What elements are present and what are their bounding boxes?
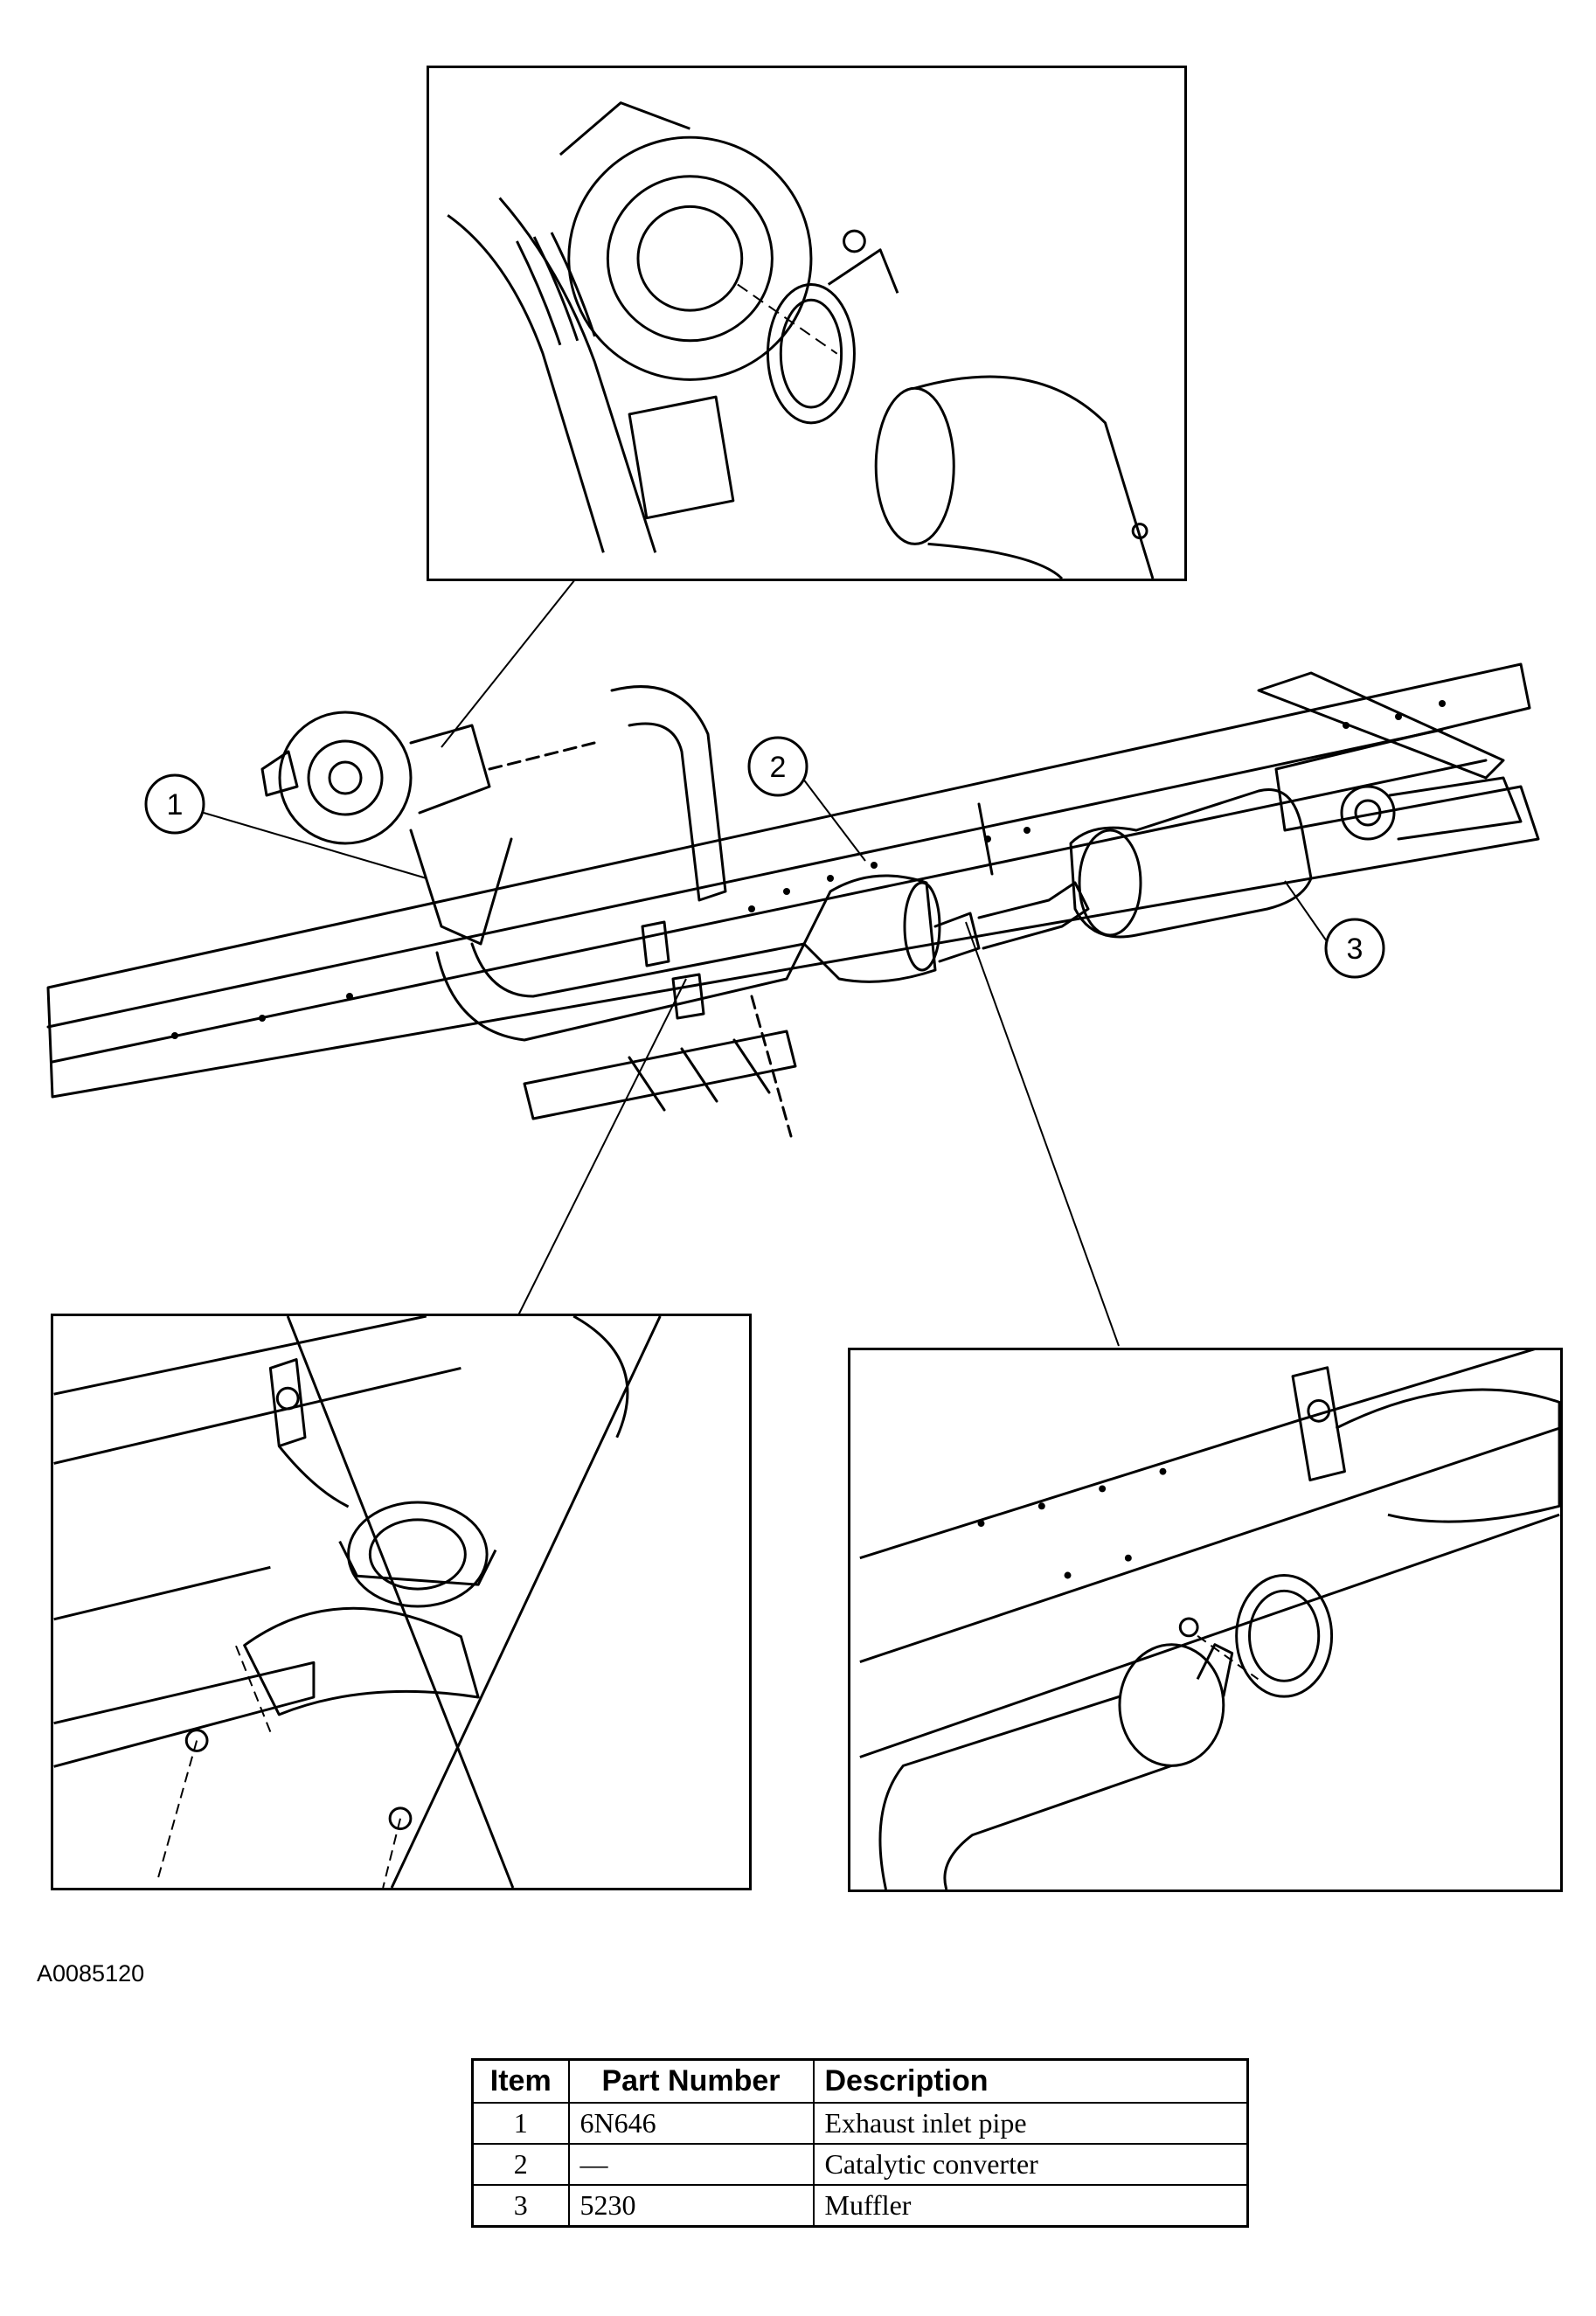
table-row: 2 — Catalytic converter <box>471 2143 1249 2186</box>
parts-table-header: Item Part Number Description <box>471 2058 1249 2104</box>
figure-id: A0085120 <box>37 1960 145 1987</box>
leader-line-callout-1 <box>203 812 427 879</box>
row-description: Catalytic converter <box>812 2143 1249 2186</box>
detail-view-muffler-clamp <box>848 1348 1563 1892</box>
header-part-number: Part Number <box>567 2058 815 2104</box>
leader-line-detail-left <box>517 978 687 1316</box>
header-description: Description <box>812 2058 1249 2104</box>
detail-view-inlet-flange <box>51 1314 752 1890</box>
callout-2-label: 2 <box>770 751 787 784</box>
header-item: Item <box>471 2058 570 2104</box>
callout-3-label: 3 <box>1347 933 1364 966</box>
leader-line-detail-right <box>965 921 1120 1347</box>
leader-line-callout-2 <box>801 777 866 862</box>
row-part-number: 6N646 <box>567 2102 815 2145</box>
turbocharger <box>278 711 413 845</box>
catalytic-converter <box>802 874 937 983</box>
detail-view-turbo-clamp <box>427 66 1187 581</box>
row-description: Muffler <box>812 2184 1249 2228</box>
row-item: 2 <box>471 2143 570 2186</box>
callout-2: 2 <box>747 736 808 797</box>
row-item: 3 <box>471 2184 570 2228</box>
callout-1: 1 <box>144 773 205 835</box>
parts-table: Item Part Number Description 1 6N646 Exh… <box>471 2058 1249 2228</box>
table-row: 3 5230 Muffler <box>471 2184 1249 2228</box>
row-item: 1 <box>471 2102 570 2145</box>
row-description: Exhaust inlet pipe <box>812 2102 1249 2145</box>
leader-line-callout-3 <box>1284 880 1329 945</box>
frame-rail <box>46 662 1540 1099</box>
row-part-number: — <box>567 2143 815 2186</box>
callout-1-label: 1 <box>167 788 184 822</box>
callout-3: 3 <box>1324 918 1385 979</box>
table-row: 1 6N646 Exhaust inlet pipe <box>471 2102 1249 2145</box>
row-part-number: 5230 <box>567 2184 815 2228</box>
leader-line-top <box>441 579 576 748</box>
exhaust-inlet-pipe <box>435 942 806 1042</box>
